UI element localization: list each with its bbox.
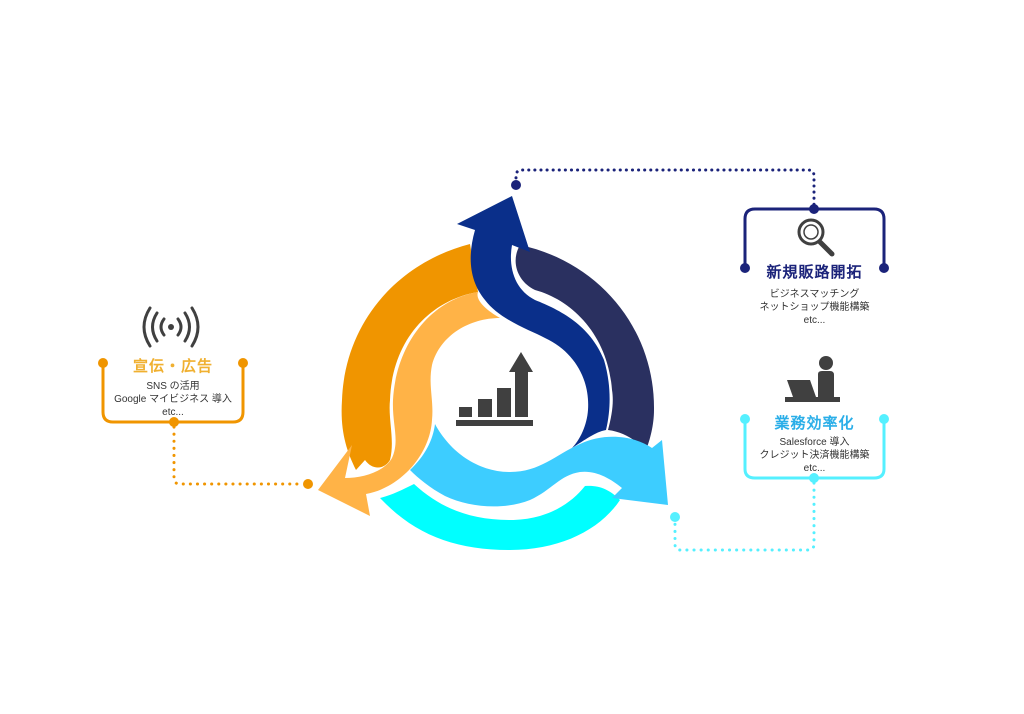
arc-orange-outer <box>341 244 478 470</box>
search-icon <box>797 218 835 257</box>
arc-blue-arrow <box>457 196 610 448</box>
segment-efficiency: 業務効率化 Salesforce 導入 クレジット決済機能構築 etc... <box>745 412 884 475</box>
segment-title: 新規販路開拓 <box>766 263 863 281</box>
connector-new-channels <box>511 168 816 210</box>
segment-line: Google マイビジネス 導入 <box>114 394 232 405</box>
connector-efficiency <box>670 481 816 552</box>
arc-sky-arrow <box>410 424 668 507</box>
arc-orange-inner-arrow <box>318 292 500 516</box>
segment-line: etc... <box>803 463 826 474</box>
segment-new-channels: 新規販路開拓 ビジネスマッチング ネットショップ機能構築 etc... <box>745 261 884 327</box>
bracket-advertising <box>98 358 248 427</box>
broadcast-signal-icon <box>142 306 200 348</box>
segment-line: etc... <box>162 407 184 418</box>
segment-line: ビジネスマッチング <box>769 289 860 300</box>
bracket-efficiency <box>740 414 889 483</box>
segment-advertising: 宣伝・広告 SNS の活用 Google マイビジネス 導入 etc... <box>104 355 242 419</box>
segment-line: クレジット決済機能構築 <box>759 450 870 461</box>
person-laptop-icon <box>785 356 840 402</box>
bracket-new-channels <box>740 204 889 273</box>
segment-title: 宣伝・広告 <box>132 357 213 375</box>
segment-title: 業務効率化 <box>774 414 855 432</box>
arc-cyan-outer <box>380 484 620 550</box>
arc-navy-outer <box>515 245 655 450</box>
growth-chart-icon <box>456 352 533 426</box>
segment-line: etc... <box>803 315 826 326</box>
segment-line: SNS の活用 <box>146 381 200 392</box>
connector-advertising <box>172 425 313 489</box>
segment-line: Salesforce 導入 <box>779 437 850 448</box>
segment-line: ネットショップ機能構築 <box>759 302 870 313</box>
